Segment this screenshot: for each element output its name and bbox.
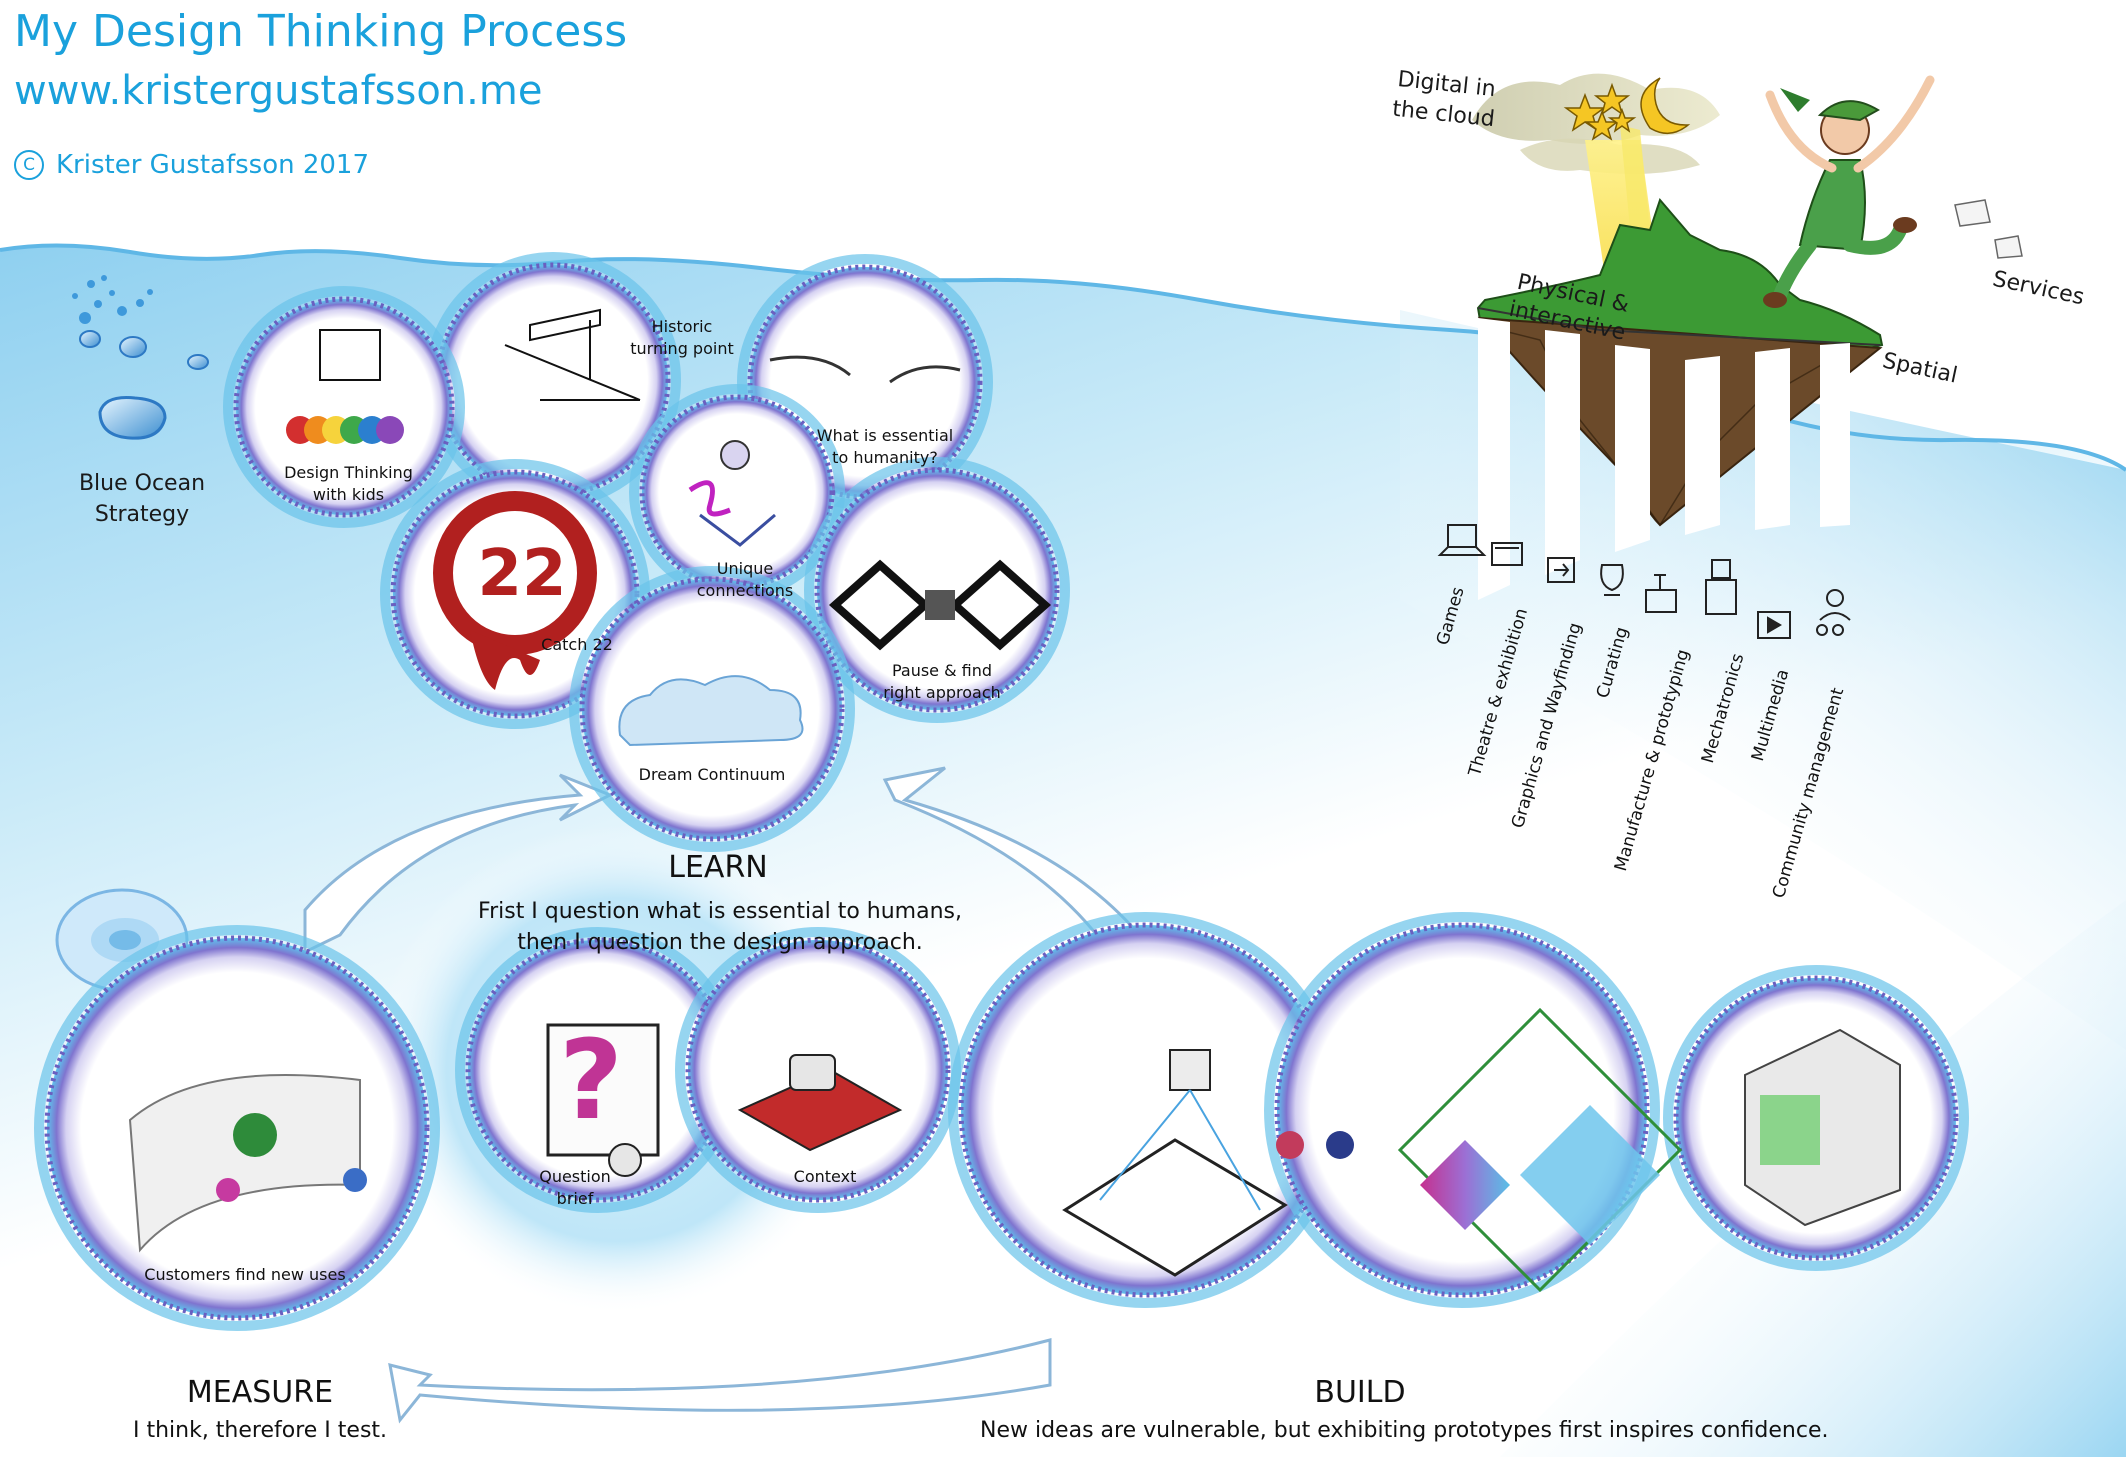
bubble-historic — [435, 262, 671, 498]
catch22-number: 22 — [477, 537, 567, 611]
bubble-label-catch22: Catch 22 — [541, 635, 613, 654]
projector-icon — [1169, 1049, 1211, 1091]
hand-left-icon — [769, 355, 851, 377]
page-title: My Design Thinking Process — [14, 6, 628, 57]
dream-cloud-icon — [618, 675, 804, 747]
bubble-pause-glow — [804, 457, 1070, 723]
road-icon — [504, 320, 641, 401]
website-link[interactable]: www.kristergustafsson.me — [14, 68, 543, 114]
copyright-icon: C — [14, 150, 44, 180]
scroll-icon — [546, 1023, 660, 1157]
bubble-dream-glow — [569, 566, 855, 852]
signpost-icon — [529, 308, 601, 342]
thinker-icon — [925, 590, 955, 620]
bubble-kitchen-glow — [1663, 965, 1969, 1271]
bubble-label-historic: Historic turning point — [630, 317, 734, 358]
copyright-text: Krister Gustafsson 2017 — [56, 150, 370, 180]
measure-description: I think, therefore I test. — [132, 1418, 388, 1443]
kid-6-icon — [376, 416, 404, 444]
easel-icon — [319, 329, 381, 381]
bubble-label-kids: Design Thinking with kids — [284, 463, 413, 504]
green-diamond-icon — [1397, 1007, 1683, 1293]
build-description: New ideas are vulnerable, but exhibiting… — [980, 1418, 1829, 1443]
blue-ocean-label: Blue Ocean Strategy — [78, 471, 206, 527]
bubble-kids — [233, 296, 455, 518]
gradient-diamond-small-icon — [1420, 1140, 1510, 1230]
bubble-build-right-glow — [1264, 912, 1660, 1308]
basket-icon — [789, 1054, 836, 1091]
bubble-label-unique: Unique connections — [696, 559, 794, 600]
catch22-ring-icon — [433, 491, 597, 655]
room-icon — [1744, 1028, 1901, 1227]
digital-cloud-label: Digital in the cloud — [1391, 67, 1497, 133]
blue-diamond-icon — [1520, 1105, 1660, 1245]
projection-wall-icon — [1760, 1095, 1820, 1165]
question-mark-icon: ? — [559, 1016, 623, 1144]
customer-icon — [216, 1178, 240, 1202]
floor-mat-icon — [1062, 1138, 1288, 1277]
lightbulb-icon — [720, 440, 750, 470]
bubble-label-dream: Dream Continuum — [638, 765, 786, 784]
projector-beam-icon — [1099, 1089, 1261, 1211]
pause-diamond-right-icon — [948, 559, 1052, 651]
bubble-label-context: Context — [793, 1167, 857, 1186]
squiggle-icon — [688, 480, 731, 517]
learn-description: Frist I question what is essential to hu… — [478, 899, 962, 955]
connection-lines-icon — [699, 513, 776, 547]
seal-icon — [608, 1143, 642, 1177]
bubble-label-question: Question brief — [539, 1167, 611, 1208]
bubble-label-humanity: What is essential to humanity? — [816, 426, 954, 467]
bubble-label-pause: Pause & find right approach — [883, 661, 1001, 702]
build-heading: BUILD — [1314, 1375, 1406, 1410]
hand-right-icon — [889, 365, 961, 384]
bubble-label-customers: Customers find new uses — [144, 1265, 346, 1284]
group-people-icon — [233, 1113, 277, 1157]
bubble-customers-glow — [34, 925, 440, 1331]
runner-icon — [343, 1168, 367, 1192]
copyright-line: C Krister Gustafsson 2017 — [14, 150, 369, 180]
bubble-kids-glow — [223, 286, 465, 528]
person-red-icon — [1276, 1131, 1304, 1159]
person-blue-icon — [1326, 1131, 1354, 1159]
flying-figure-icon — [1763, 75, 2023, 308]
measure-heading: MEASURE — [186, 1375, 334, 1410]
catch22-drip-icon — [470, 630, 540, 690]
learn-heading: LEARN — [668, 850, 768, 885]
